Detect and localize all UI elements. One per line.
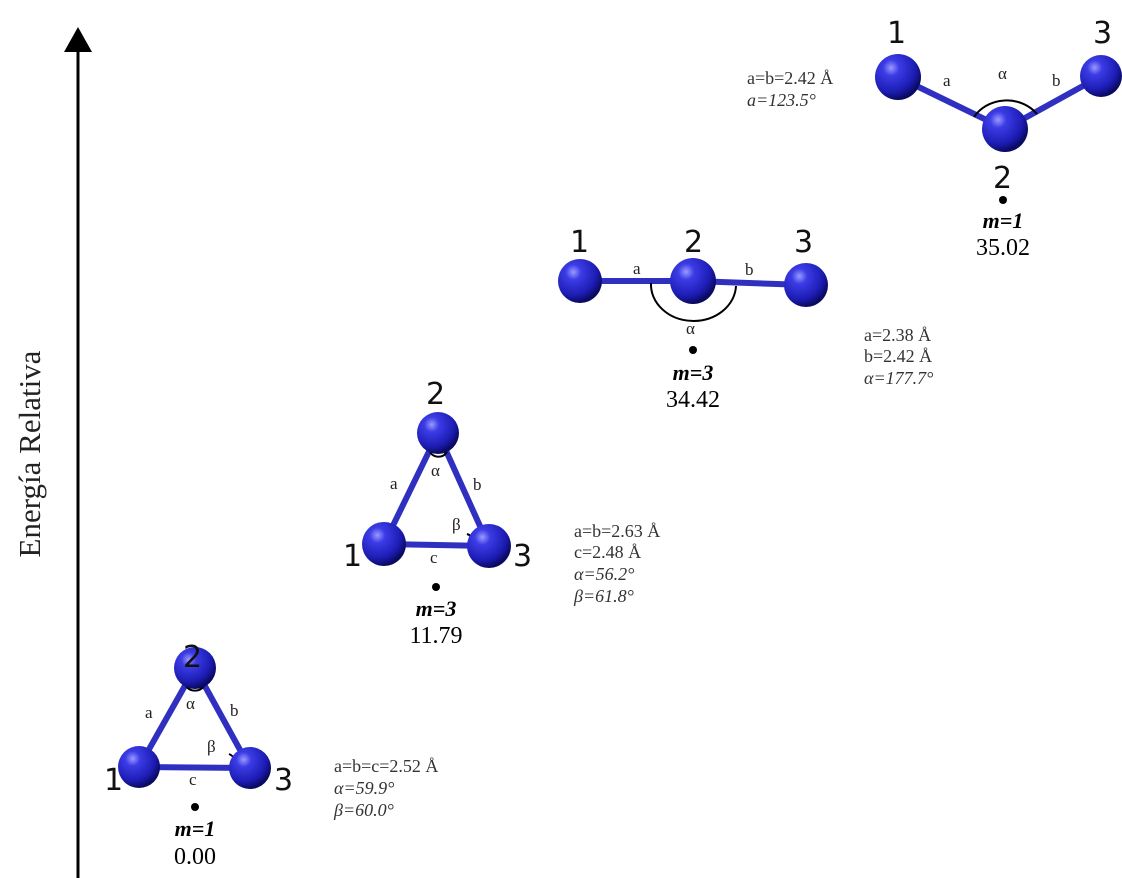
- atom-2: [982, 106, 1028, 152]
- atom-3: [784, 263, 828, 307]
- angle-label-beta: β: [452, 515, 461, 534]
- atom-1: [558, 259, 602, 303]
- relative-energy: 0.00: [174, 844, 216, 870]
- atom-1: [875, 54, 921, 100]
- multiplicity: m=3: [673, 360, 714, 385]
- atom-label-2: 2: [183, 640, 202, 675]
- bond-label-b: b: [473, 475, 482, 494]
- atom-3: [467, 524, 511, 568]
- angle-alpha-arc: [649, 282, 737, 322]
- atom-label-3: 3: [794, 225, 813, 260]
- multiplicity: m=1: [175, 816, 216, 841]
- bullet: [689, 346, 697, 354]
- atom-2: [174, 647, 216, 689]
- atom-label-1: 1: [343, 539, 362, 574]
- atom-label-1: 1: [887, 16, 906, 51]
- axis-arrow-head: [64, 27, 92, 52]
- bond-label-b: b: [1052, 71, 1061, 90]
- relative-energy: 11.79: [409, 623, 462, 649]
- atom-label-2: 2: [684, 225, 703, 260]
- isomer-1: 1 2 3 a b c α β m=1 0.00 a=b=c=2.52 Å α=…: [104, 640, 438, 870]
- angle-alpha-arc: [973, 99, 1038, 118]
- angle-label-alpha: α: [686, 319, 695, 338]
- atom-label-2: 2: [993, 161, 1012, 196]
- geometry-line-2: c=2.48 Å: [574, 542, 641, 562]
- geometry-line-2: α=59.9°: [334, 778, 394, 798]
- relative-energy: 35.02: [976, 235, 1030, 261]
- energy-axis: Energía Relativa: [12, 27, 92, 878]
- angle-label-beta: β: [207, 737, 216, 756]
- angle-label-alpha: α: [998, 64, 1007, 83]
- atom-1: [118, 746, 160, 788]
- multiplicity: m=1: [983, 208, 1024, 233]
- bullet: [999, 196, 1007, 204]
- atom-label-1: 1: [570, 225, 589, 260]
- relative-energy: 34.42: [666, 387, 720, 413]
- geometry-line-1: a=b=2.63 Å: [574, 521, 660, 541]
- atom-label-3: 3: [274, 763, 293, 798]
- geometry-line-2: a=123.5°: [747, 90, 816, 110]
- isomer-2: 1 2 3 a b c α β m=3 11.79 a=b=2.63 Å c=2…: [343, 377, 660, 649]
- bond-label-a: a: [390, 474, 398, 493]
- geometry-line-1: a=b=2.42 Å: [747, 68, 833, 88]
- geometry-line-2: b=2.42 Å: [864, 346, 932, 366]
- atom-3: [1080, 55, 1122, 97]
- bond-label-b: b: [230, 701, 239, 720]
- geometry-line-3: α=177.7°: [864, 368, 933, 388]
- isomer-3: 1 2 3 a b α m=3 34.42 a=2.38 Å b=2.42 Å …: [558, 225, 933, 413]
- geometry-line-3: β=60.0°: [333, 800, 394, 820]
- bond-label-c: c: [430, 548, 438, 567]
- atom-label-2: 2: [426, 377, 445, 412]
- atom-1: [362, 522, 406, 566]
- atom-label-1: 1: [104, 763, 123, 798]
- angle-alpha-arc: [429, 451, 448, 458]
- angle-label-alpha: α: [431, 461, 440, 480]
- bullet: [432, 583, 440, 591]
- bond-label-a: a: [633, 259, 641, 278]
- angle-label-alpha: α: [186, 694, 195, 713]
- bond-label-c: c: [189, 770, 197, 789]
- bond-label-a: a: [943, 71, 951, 90]
- bond-label-a: a: [145, 703, 153, 722]
- axis-title: Energía Relativa: [12, 350, 47, 557]
- atom-label-3: 3: [513, 539, 532, 574]
- geometry-line-4: β=61.8°: [573, 586, 634, 606]
- atom-2: [670, 258, 716, 304]
- geometry-line-1: a=2.38 Å: [864, 325, 931, 345]
- atom-label-3: 3: [1093, 16, 1112, 51]
- multiplicity: m=3: [416, 596, 457, 621]
- bond-label-b: b: [745, 260, 754, 279]
- geometry-line-3: α=56.2°: [574, 564, 634, 584]
- bullet: [191, 803, 199, 811]
- atom-3: [229, 747, 271, 789]
- atom-2: [417, 412, 459, 454]
- geometry-line-1: a=b=c=2.52 Å: [334, 756, 438, 776]
- isomer-4: 1 2 3 a b α m=1 35.02 a=b=2.42 Å a=123.5…: [747, 16, 1122, 261]
